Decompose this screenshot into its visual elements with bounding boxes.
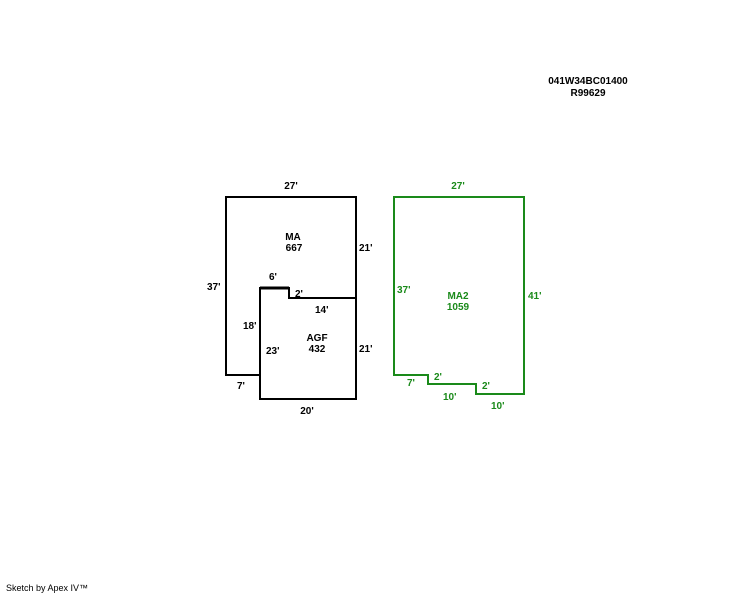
ma2-bottom2-dim: 10' bbox=[443, 392, 457, 403]
ma-bottom-dim: 7' bbox=[237, 381, 245, 392]
agf-left-dim: 23' bbox=[266, 346, 280, 357]
agf-inner-left-dim: 18' bbox=[243, 321, 257, 332]
agf-label: AGF bbox=[306, 333, 327, 344]
ma2-label: MA2 bbox=[447, 291, 469, 302]
ma2-top-dim: 27' bbox=[451, 181, 465, 192]
ma2-outline bbox=[393, 196, 525, 395]
ma2-left-dim: 37' bbox=[397, 285, 411, 296]
ma2-bottom1-dim: 7' bbox=[407, 378, 415, 389]
parcel-id: 041W34BC01400 bbox=[548, 76, 628, 87]
footer-credit: Sketch by Apex IV™ bbox=[6, 583, 89, 593]
ma2-area: 1059 bbox=[447, 302, 470, 313]
ma-top-dim: 27' bbox=[284, 181, 298, 192]
ma2-step1-dim: 2' bbox=[434, 372, 442, 383]
agf-top-dim: 14' bbox=[315, 305, 329, 316]
agf-area: 432 bbox=[309, 344, 326, 355]
ma-area: 667 bbox=[286, 243, 303, 254]
ma-left-dim: 37' bbox=[207, 282, 221, 293]
ma-right-dim: 21' bbox=[359, 243, 373, 254]
ma2-right-dim: 41' bbox=[528, 291, 542, 302]
agf-bottom-dim: 20' bbox=[300, 406, 314, 417]
agf-right-dim: 21' bbox=[359, 344, 373, 355]
ma2-bottom3-dim: 10' bbox=[491, 401, 505, 412]
ma-label: MA bbox=[285, 232, 301, 243]
notch-drop-dim: 2' bbox=[295, 289, 303, 300]
ma2-step2-dim: 2' bbox=[482, 381, 490, 392]
notch-top-dim: 6' bbox=[269, 272, 277, 283]
account-number: R99629 bbox=[570, 88, 606, 99]
ma-outline bbox=[225, 196, 357, 376]
